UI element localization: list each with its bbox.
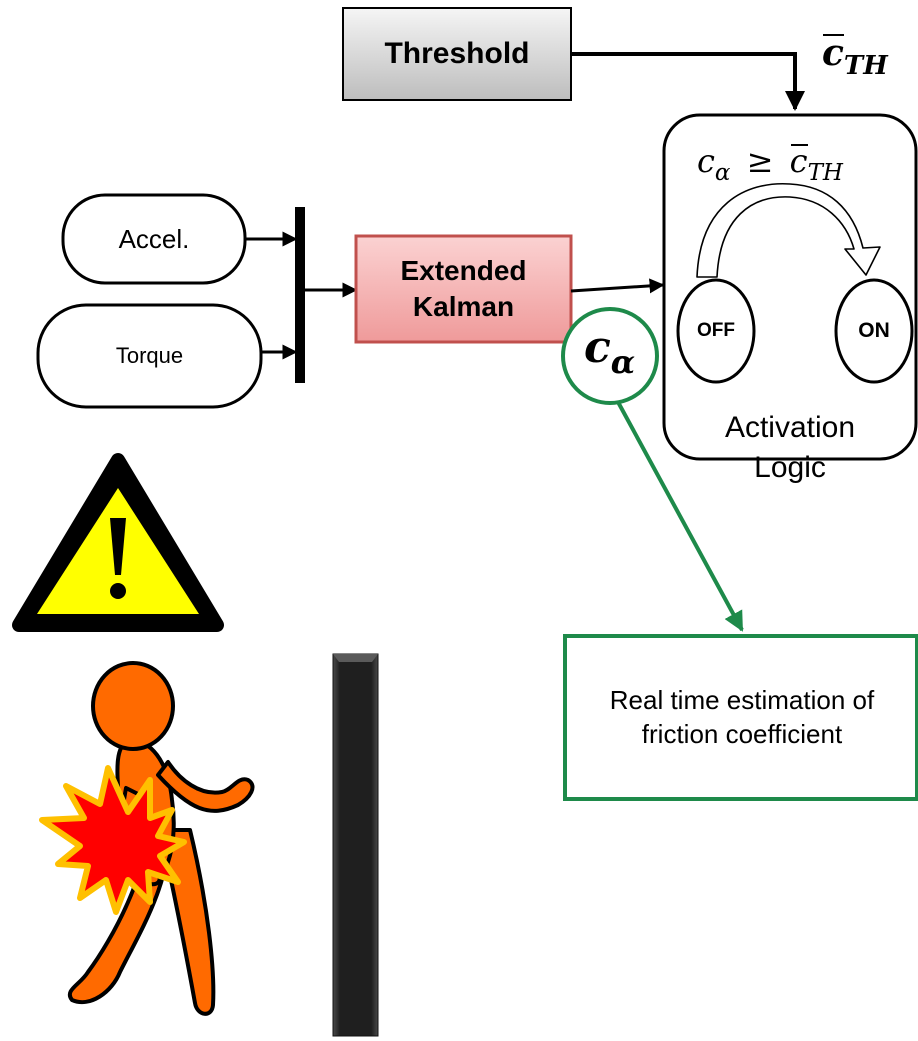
threshold-symbol: cTH <box>822 32 888 82</box>
ekf-to-logic-arrow <box>570 278 665 294</box>
wall-post-icon <box>332 653 379 1037</box>
activation-condition: cα ≥ cTH <box>697 142 844 187</box>
impact-burst-icon <box>39 765 187 915</box>
threshold-to-logic-arrow <box>571 52 805 111</box>
ekf-box <box>354 234 573 344</box>
threshold-box <box>342 7 572 101</box>
mux-bar <box>295 207 305 383</box>
estimate-highlight-circle <box>561 307 659 405</box>
state-on-circle <box>834 278 914 384</box>
input-torque-box <box>36 303 263 409</box>
estimate-to-callout-arrow <box>616 401 744 632</box>
input-accel-box <box>61 193 247 285</box>
callout-box <box>563 634 918 801</box>
estimate-symbol: cα <box>584 322 636 382</box>
warning-icon <box>12 453 224 632</box>
state-off-circle <box>676 278 756 384</box>
transition-arrow <box>696 182 881 278</box>
